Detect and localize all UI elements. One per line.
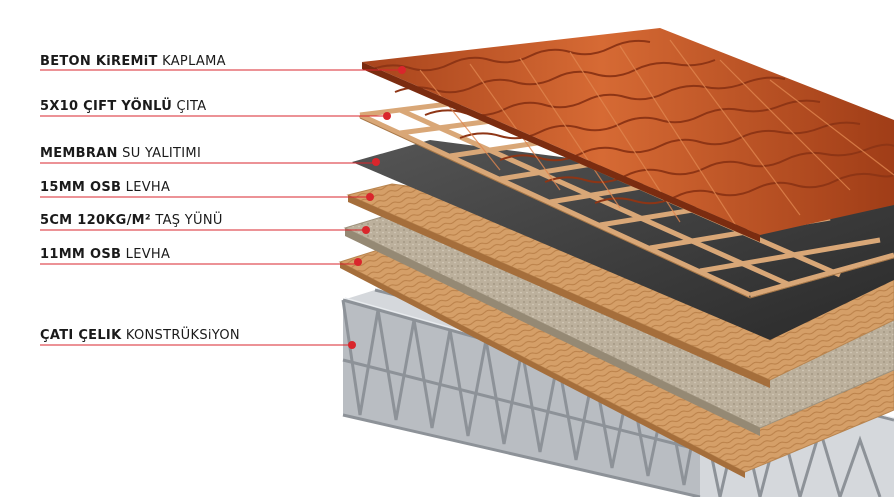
label-rest: LEVHA bbox=[125, 180, 171, 195]
label-batten: 5X10 ÇIFT YÖNLÜ ÇITA bbox=[40, 99, 206, 115]
label-membrane: MEMBRAN SU YALITIMI bbox=[40, 146, 201, 162]
label-rest: KAPLAMA bbox=[162, 54, 226, 69]
label-bold: MEMBRAN bbox=[40, 146, 118, 161]
label-stone-wool: 5CM 120KG/M² TAŞ YÜNÜ bbox=[40, 213, 223, 229]
label-rest: TAŞ YÜNÜ bbox=[155, 213, 223, 228]
label-rest: ÇITA bbox=[176, 99, 207, 114]
label-steel-structure: ÇATI ÇELIK KONSTRÜKSiYON bbox=[40, 328, 240, 344]
label-concrete-tile: BETON KiREMiT KAPLAMA bbox=[40, 54, 226, 70]
label-bold: 5CM 120KG/M² bbox=[40, 213, 151, 228]
label-bold: ÇATI ÇELIK bbox=[40, 328, 122, 343]
label-bold: 11MM OSB bbox=[40, 247, 122, 262]
label-osb-15mm: 15MM OSB LEVHA bbox=[40, 180, 170, 196]
label-osb-11mm: 11MM OSB LEVHA bbox=[40, 247, 170, 263]
label-rest: KONSTRÜKSiYON bbox=[125, 328, 240, 343]
label-rest: SU YALITIMI bbox=[122, 146, 202, 161]
label-bold: 5X10 ÇIFT YÖNLÜ bbox=[40, 99, 173, 114]
concrete-tile-layer bbox=[362, 28, 894, 242]
label-bold: 15MM OSB bbox=[40, 180, 122, 195]
leader-lines bbox=[40, 66, 406, 349]
label-rest: LEVHA bbox=[125, 247, 171, 262]
label-bold: BETON KiREMiT bbox=[40, 54, 158, 69]
